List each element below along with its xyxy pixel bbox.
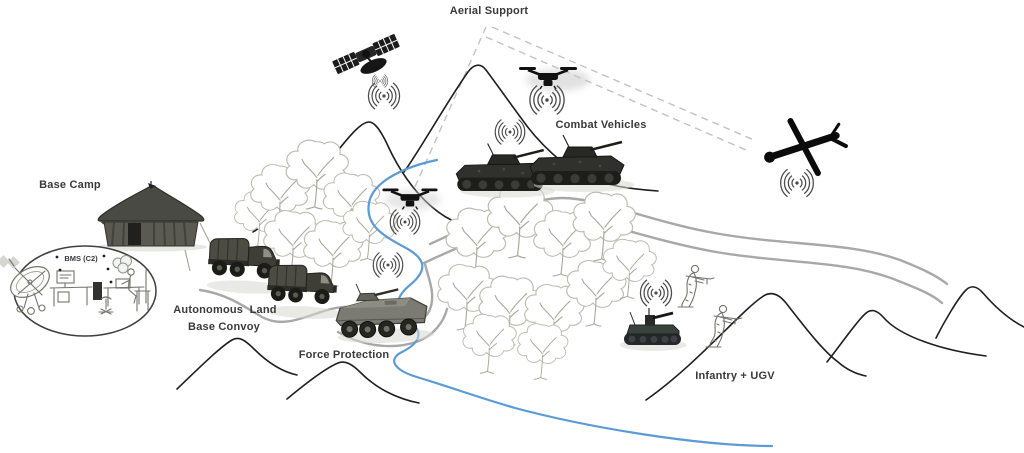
radio-signal-icon-infantry [639, 279, 673, 307]
faded-diamond-icons [0, 255, 20, 269]
tree-cluster-center [437, 185, 657, 380]
bms-c2-label: BMS (C2) [64, 254, 98, 263]
convoy-label-line1: Autonomous Land [173, 304, 277, 316]
soldier-2 [705, 304, 743, 348]
quadcopter-drone-river [381, 187, 441, 211]
force-protection-label: Force Protection [298, 349, 390, 361]
infantry-ugv-label: Infantry + UGV [695, 370, 775, 382]
fixed-wing-uav-icon [764, 117, 848, 177]
radio-signal-icon-convoy [372, 251, 404, 279]
ugv-robot [620, 308, 686, 351]
base-camp-tent [97, 181, 213, 272]
combat-vehicles-label: Combat Vehicles [555, 119, 647, 131]
combat-tank-2 [528, 133, 636, 194]
radio-signal-icon-uav [780, 168, 814, 198]
satellite-icon [332, 34, 400, 74]
radio-signal-icon-satellite-small [371, 74, 389, 88]
satellite-dish-icon [8, 258, 50, 315]
bms-dots [55, 254, 113, 284]
convoy-label-line2: Base Convoy [188, 321, 260, 333]
base-camp-label: Base Camp [39, 179, 101, 191]
bush-icon [112, 255, 132, 274]
soldier-1 [677, 264, 715, 308]
c2-workstations [49, 268, 151, 315]
radio-signal-icon-tanks [494, 118, 526, 146]
radio-signal-icon-satellite [367, 82, 401, 110]
bms-c2-bubble [0, 245, 157, 337]
quadcopter-drone-north [517, 65, 590, 91]
apc-force-protection [335, 283, 434, 344]
aerial-support-label: Aerial Support [449, 5, 529, 17]
